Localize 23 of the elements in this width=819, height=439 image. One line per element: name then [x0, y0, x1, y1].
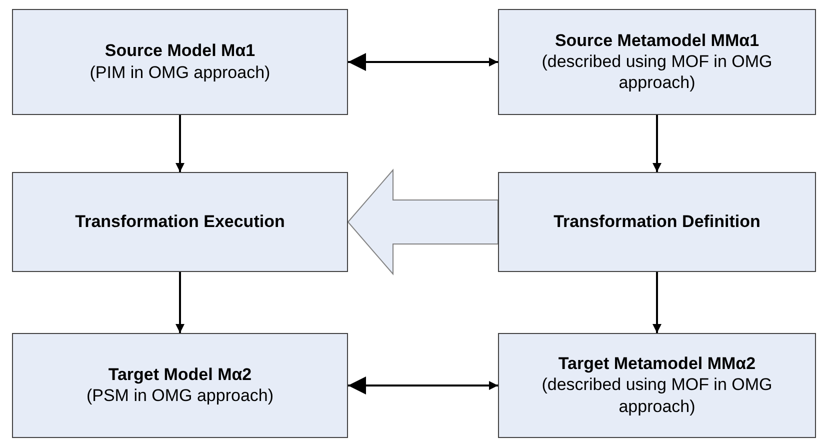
arrow: [176, 272, 184, 333]
arrow: [348, 376, 498, 394]
arrow: [176, 115, 184, 172]
box-title: Transformation Execution: [75, 212, 285, 232]
process-box: [498, 172, 816, 272]
arrow: [652, 272, 662, 333]
arrow: [652, 115, 662, 172]
box-description: (described using MOF in OMG approach): [540, 374, 774, 417]
box-title: Transformation Definition: [554, 212, 760, 232]
process-box: [12, 333, 348, 438]
process-box: [12, 9, 348, 115]
box-description: (PSM in OMG approach): [86, 385, 274, 406]
box-title: Source Metamodel MMα1: [554, 30, 760, 51]
box-title: Target Model Mα2: [108, 364, 252, 386]
box-title: Target Metamodel MMα2: [558, 354, 756, 374]
process-box: [12, 172, 348, 272]
box-description: (PIM in OMG approach): [90, 62, 270, 83]
arrow: [348, 53, 498, 71]
block-arrow: [347, 168, 498, 276]
box-description: (described using MOF in OMG approach): [540, 50, 774, 94]
process-box: [498, 9, 816, 115]
process-box: [498, 333, 816, 438]
box-title: Source Model Mα1: [104, 41, 256, 62]
